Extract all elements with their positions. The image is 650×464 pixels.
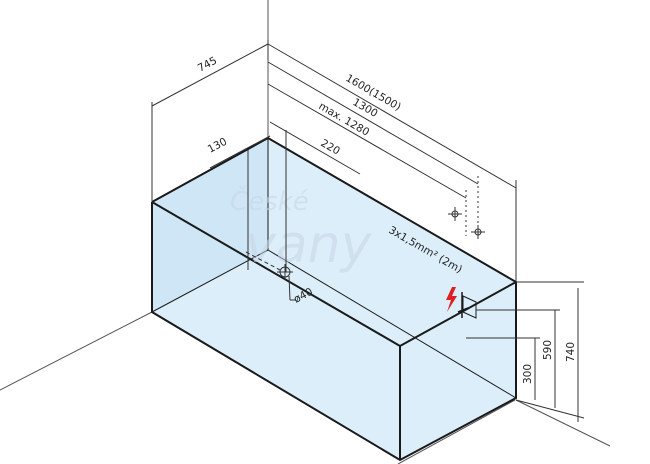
dim-drain-y <box>269 121 361 272</box>
watermark: České vany <box>230 185 373 275</box>
dim-height-total-label: 740 <box>565 342 577 362</box>
tub-right-top-edge <box>399 281 517 347</box>
tub-bottom-left-edge <box>151 249 269 313</box>
dim-height-rim-label: 590 <box>542 340 554 360</box>
power-points <box>448 207 485 319</box>
dim-depth <box>151 40 269 202</box>
dim-height-socket-label: 300 <box>522 364 534 384</box>
dim-drain-x <box>209 135 271 270</box>
watermark-line2: vany <box>245 215 373 275</box>
drain-symbol <box>245 251 296 301</box>
tub-side-face <box>152 138 268 312</box>
room-guides <box>0 0 611 464</box>
watermark-line1: České <box>230 185 309 217</box>
dim-length-total <box>267 43 517 282</box>
dim-drain-x-label: 130 <box>206 136 229 156</box>
tub-front-top-edge <box>151 201 401 347</box>
dim-length-max <box>267 83 467 236</box>
tub-bottom-back-edge <box>267 249 517 399</box>
junction-box <box>462 295 477 319</box>
dim-length-inner <box>267 61 479 240</box>
dim-heights <box>466 281 585 422</box>
power-lightning-icon <box>446 287 457 312</box>
bathtub <box>151 136 517 462</box>
floor-right <box>515 399 611 447</box>
floor-wall-left <box>0 311 153 391</box>
dim-drain-y-label: 220 <box>319 137 342 157</box>
floor-wall-front <box>397 399 516 464</box>
